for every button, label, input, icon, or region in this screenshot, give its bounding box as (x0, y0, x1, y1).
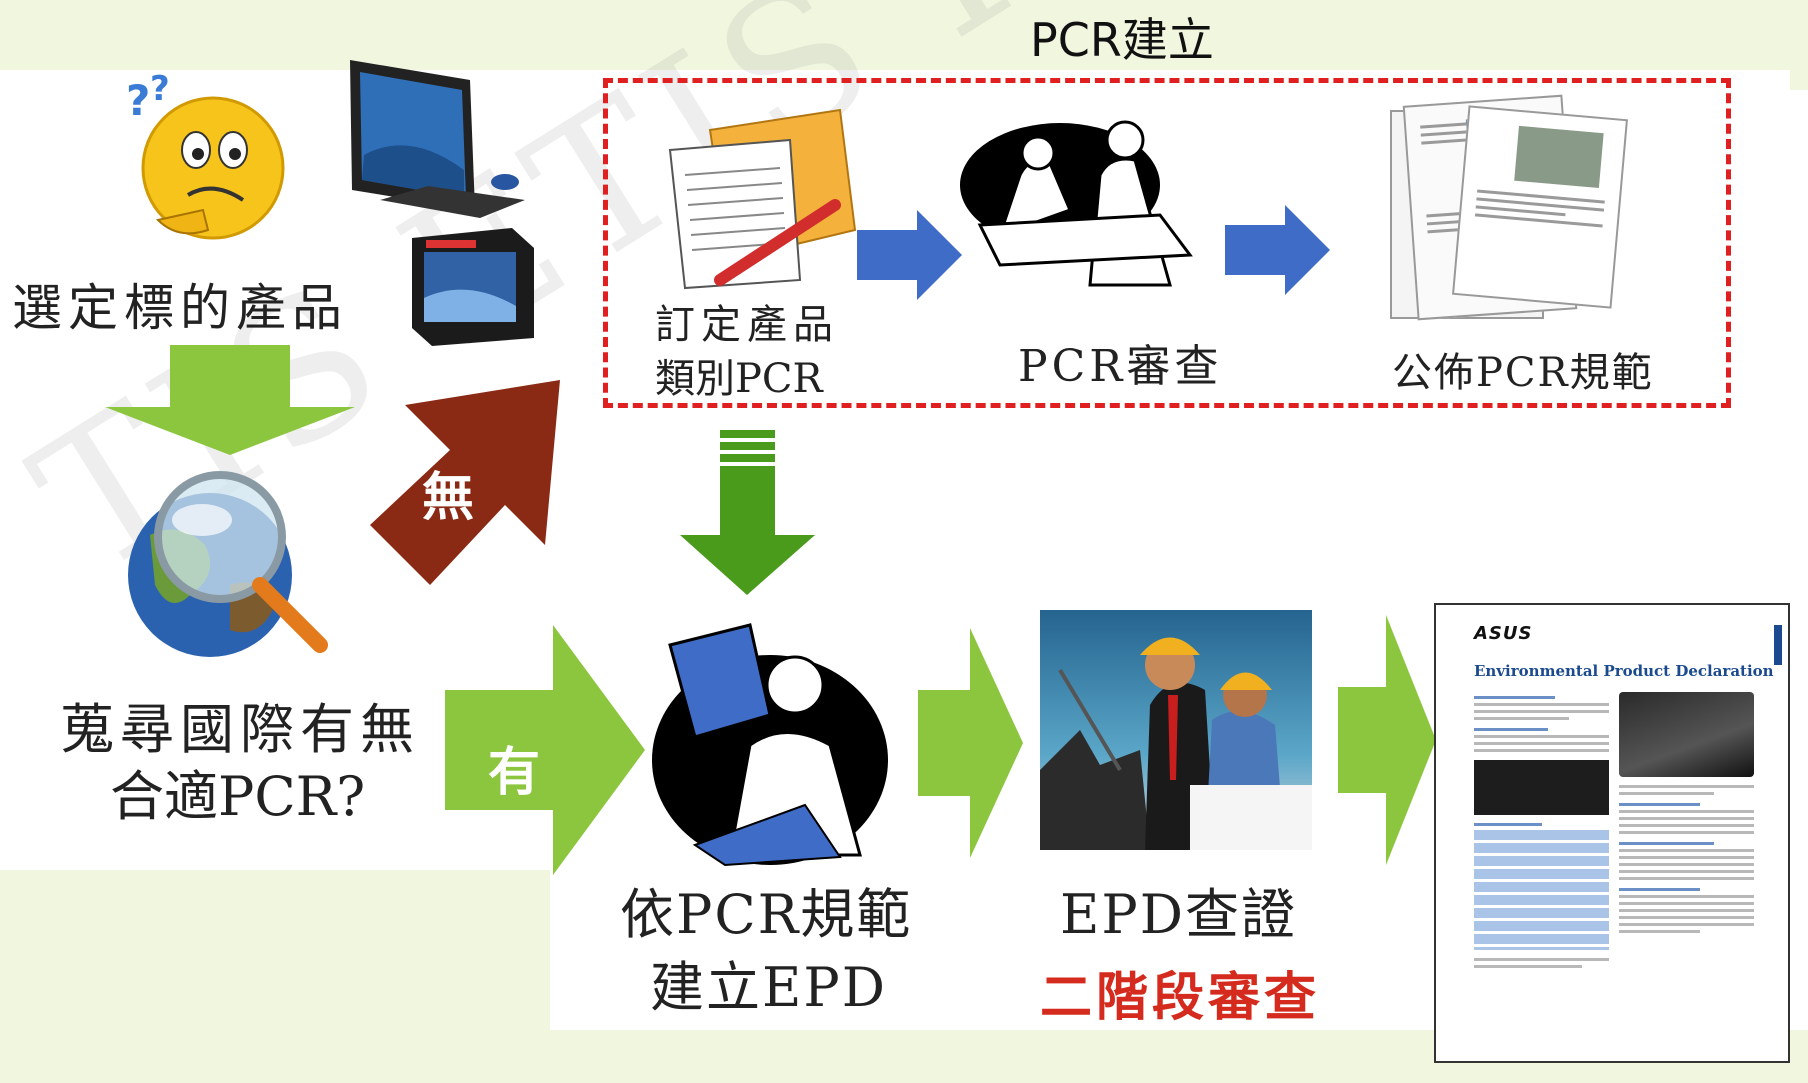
globe-magnifier-icon (128, 471, 328, 657)
blue-arrow-1 (857, 210, 962, 300)
search-label-line1: 蒐尋國際有無 (60, 698, 420, 761)
select-product-label: 選定標的產品 (12, 279, 348, 337)
publish-pcr-label: 公佈PCR規範 (1392, 350, 1654, 396)
search-label-line2: 合適PCR? (110, 765, 366, 828)
two-stage-review-label: 二階段審查 (1040, 967, 1321, 1028)
svg-text:?: ? (150, 69, 170, 109)
build-epd-label-line1: 依PCR規範 (620, 883, 913, 946)
none-arrow (370, 380, 560, 585)
epd-brand-logo: ASUS (1474, 623, 1533, 644)
green-right-arrow-2 (918, 628, 1023, 858)
review-people-icon (960, 120, 1193, 287)
analyst-icon (652, 623, 888, 867)
green-down-arrow (105, 345, 355, 455)
define-pcr-label-line2: 類別PCR (655, 356, 823, 402)
yes-arrow-label: 有 (488, 742, 541, 803)
epd-document: ASUS Environmental Product Declaration (1434, 603, 1790, 1063)
top-title: PCR建立 (1030, 13, 1214, 67)
green-right-arrow-3 (1338, 615, 1436, 865)
computer-icon (350, 60, 525, 218)
blue-arrow-2 (1225, 205, 1330, 295)
documents-pencil-icon (668, 108, 857, 290)
define-pcr-label-line1: 訂定產品 (655, 302, 839, 348)
svg-text:?: ? (126, 76, 150, 125)
yes-arrow (445, 625, 645, 875)
dark-green-down-arrow (680, 430, 815, 595)
build-epd-label-line2: 建立EPD (650, 956, 888, 1019)
none-arrow-label: 無 (422, 467, 475, 528)
pcr-review-label: PCR審查 (1018, 341, 1223, 392)
pcr-dashed-box (603, 78, 1731, 408)
product-box-icon (412, 228, 534, 346)
left-band (0, 860, 550, 1083)
confused-face-icon: ? ? (126, 69, 285, 240)
epd-document-title: Environmental Product Declaration (1474, 662, 1774, 680)
verification-workers-image (1040, 610, 1312, 850)
publication-pages-icon (1390, 94, 1630, 325)
epd-verify-label: EPD查證 (1060, 883, 1298, 946)
